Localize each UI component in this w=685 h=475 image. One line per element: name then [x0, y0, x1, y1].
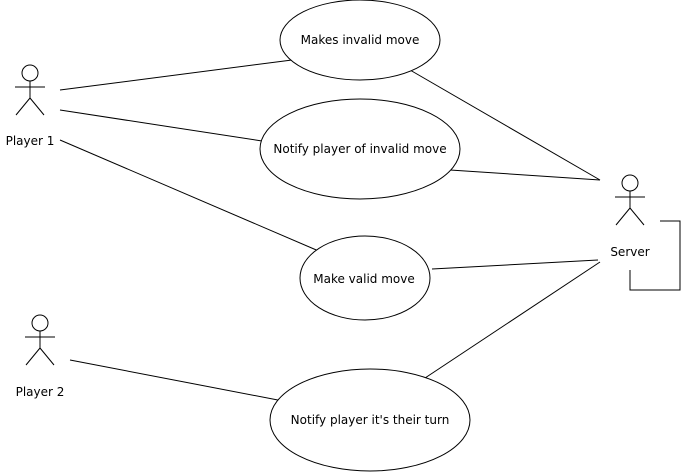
assoc-player1-invalid-move — [59, 59, 293, 91]
assoc-server-notify-invalid — [449, 169, 601, 181]
actor-label: Server — [610, 245, 649, 259]
assoc-server-invalid-move — [409, 69, 601, 181]
assoc-player2-notify-turn — [69, 359, 284, 402]
assoc-server-valid-move — [431, 259, 599, 270]
assoc-server-notify-turn — [421, 261, 601, 381]
use-case-notify-turn: Notify player it's their turn — [269, 368, 471, 472]
use-case-valid-move: Make valid move — [299, 235, 431, 321]
use-case-label: Notify player of invalid move — [273, 142, 446, 156]
actor-player-1: Player 1 — [6, 64, 55, 148]
use-case-notify-invalid: Notify player of invalid move — [259, 98, 461, 200]
use-case-ellipse — [269, 368, 471, 472]
stick-figure-icon — [25, 314, 55, 366]
use-case-label: Make valid move — [313, 272, 415, 286]
use-case-ellipse — [259, 98, 461, 200]
server-self-association — [629, 220, 681, 291]
actor-label: Player 1 — [6, 134, 55, 148]
assoc-player1-valid-move — [59, 139, 322, 253]
use-case-invalid-move: Makes invalid move — [279, 0, 441, 81]
assoc-player1-notify-invalid — [59, 109, 263, 142]
actor-server: Server — [610, 174, 650, 259]
stick-figure-icon — [15, 64, 45, 116]
actor-player-2: Player 2 — [16, 314, 65, 399]
stick-figure-icon — [615, 174, 645, 226]
use-case-label: Notify player it's their turn — [291, 413, 450, 427]
use-case-label: Makes invalid move — [301, 33, 420, 47]
associations — [59, 59, 681, 402]
actor-label: Player 2 — [16, 385, 65, 399]
use-case-ellipse — [279, 0, 441, 81]
use-case-ellipse — [299, 235, 431, 321]
